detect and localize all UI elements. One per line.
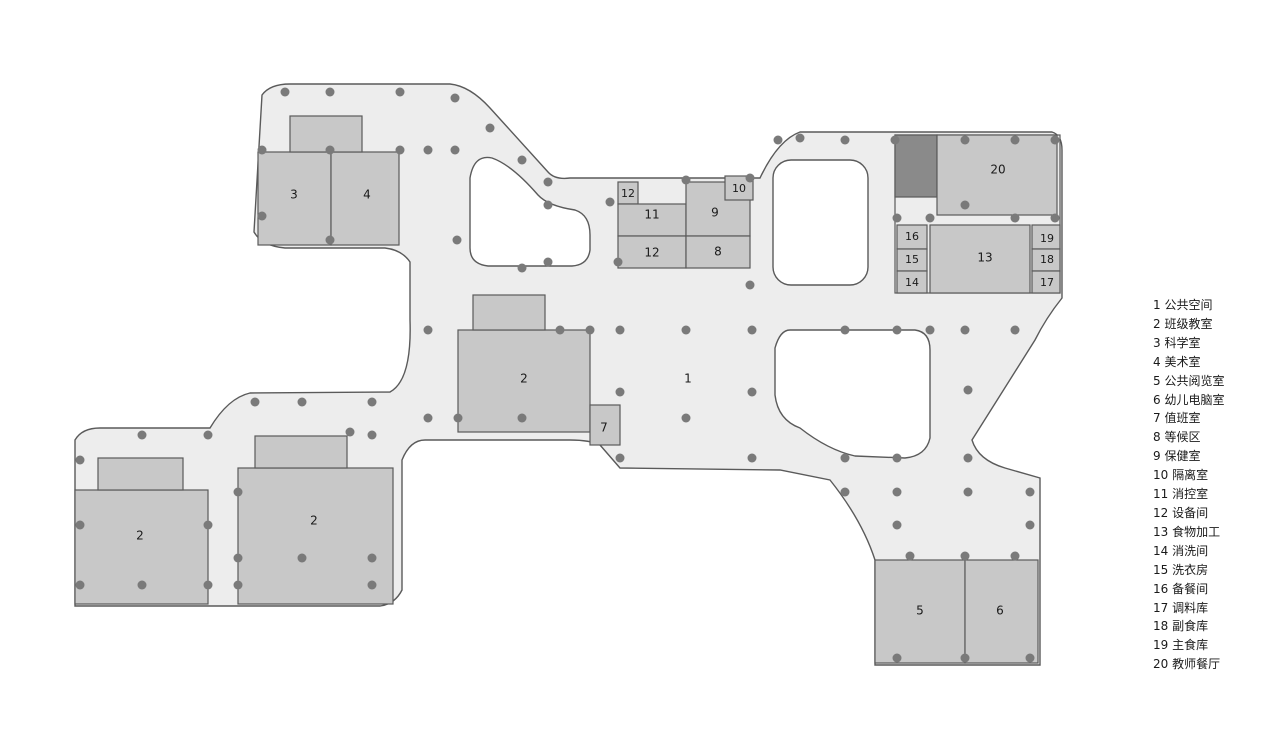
room-label-4: 4 (363, 188, 371, 202)
room-legend: 1 公共空间 2 班级教室 3 科学室 4 美术室 5 公共阅览室 6 幼儿电脑室 7 值班… (1153, 296, 1224, 674)
columns (75, 87, 1060, 663)
room-20 (936, 134, 1058, 216)
room-label-8: 8 (714, 245, 722, 259)
room-label-3: 3 (290, 188, 298, 202)
room-label-16: 16 (905, 230, 919, 243)
staff-wc (894, 134, 938, 198)
room-label-2-middle: 2 (310, 514, 318, 528)
floor-plan: 1 2 2 2 3 4 5 6 7 8 9 10 11 12 12 13 14 … (74, 83, 1063, 666)
room-7 (589, 404, 621, 446)
room-label-12: 12 (644, 246, 659, 260)
legend-item: 16 备餐间 (1153, 581, 1209, 596)
room-label-17: 17 (1040, 276, 1054, 289)
room-5 (874, 559, 966, 664)
room-label-2-left: 2 (136, 529, 144, 543)
room-label-15: 15 (905, 253, 919, 266)
rooms (74, 115, 1061, 664)
legend-item: 18 副食库 (1153, 619, 1209, 634)
room-label-11: 11 (644, 208, 659, 222)
room-13 (929, 224, 1031, 294)
legend-item: 6 幼儿电脑室 (1153, 392, 1225, 407)
room-label-10: 10 (732, 182, 746, 195)
room-label-6: 6 (996, 604, 1004, 618)
room-label-9: 9 (711, 206, 719, 220)
toilet-block-a (289, 115, 363, 153)
legend-item: 3 科学室 (1153, 335, 1201, 350)
room-label-5: 5 (916, 604, 924, 618)
courtyards (469, 156, 931, 459)
room-14 (896, 270, 928, 294)
room-8 (685, 235, 751, 269)
legend-item: 1 公共空间 (1153, 298, 1213, 312)
room-label-13: 13 (977, 251, 992, 265)
legend-item: 12 设备间 (1153, 505, 1209, 520)
room-12 (617, 235, 687, 269)
room-label-20: 20 (990, 163, 1005, 177)
room-19 (1031, 224, 1061, 250)
room-label-7: 7 (600, 421, 608, 435)
room-17 (1031, 270, 1061, 294)
legend-item: 19 主食库 (1153, 638, 1209, 653)
legend-item: 13 食物加工 (1153, 524, 1221, 539)
legend-item: 17 调料库 (1153, 600, 1209, 615)
toilet-block-c (97, 457, 184, 491)
legend-item: 2 班级教室 (1153, 316, 1213, 331)
legend-item: 10 隔离室 (1153, 468, 1209, 483)
room-16 (896, 224, 928, 250)
room-10 (724, 175, 754, 201)
legend-item: 4 美术室 (1153, 354, 1201, 369)
legend-item: 15 洗衣房 (1153, 562, 1209, 577)
room-label-1: 1 (684, 372, 692, 386)
legend-item: 14 消洗间 (1153, 543, 1209, 558)
legend-item: 20 教师餐厅 (1153, 657, 1221, 672)
toilet-block-b (472, 294, 546, 331)
room-2-middle (237, 467, 394, 605)
legend-item: 5 公共阅览室 (1153, 373, 1225, 388)
room-labels: 1 2 2 2 3 4 5 6 7 8 9 10 11 12 12 13 14 … (136, 163, 1054, 618)
room-label-12-top: 12 (621, 187, 635, 200)
legend-item: 9 保健室 (1153, 449, 1201, 464)
legend-item: 7 值班室 (1153, 411, 1201, 426)
legend-item: 11 消控室 (1153, 487, 1209, 502)
room-label-14: 14 (905, 276, 919, 289)
room-label-19: 19 (1040, 232, 1054, 245)
toilet-block-d (254, 435, 348, 469)
room-label-18: 18 (1040, 253, 1054, 266)
room-label-2-center: 2 (520, 372, 528, 386)
room-4 (330, 151, 400, 246)
legend-item: 8 等候区 (1153, 430, 1201, 445)
room-6 (964, 559, 1039, 664)
